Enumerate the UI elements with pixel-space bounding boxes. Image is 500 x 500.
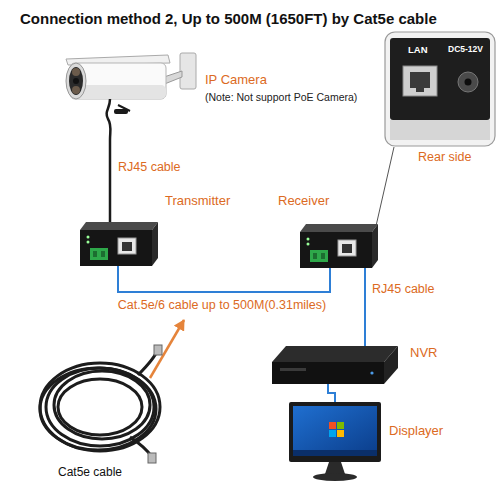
device-icon <box>289 402 381 482</box>
device-node: Transmitter <box>80 222 158 266</box>
camera-illustration <box>66 53 196 140</box>
device-node: Cat5e cable <box>30 345 170 460</box>
device-name: NVR <box>410 346 437 361</box>
monitor-illustration <box>289 402 381 481</box>
device-name: Displayer <box>389 424 443 439</box>
nvr-device <box>272 346 398 384</box>
device-icon <box>272 346 398 384</box>
rear-side-inset <box>385 32 495 146</box>
cable-label: RJ45 cable <box>118 160 181 174</box>
diagram-title: Connection method 2, Up to 500M (1650FT)… <box>20 10 437 27</box>
receiver-device <box>300 224 378 268</box>
device-node: Receiver <box>300 224 378 268</box>
device-icon <box>60 45 200 140</box>
leader-line <box>376 147 394 226</box>
cable-label: Cat.5e/6 cable up to 500M(0.31miles) <box>118 298 326 312</box>
cable-label: RJ45 cable <box>372 282 435 296</box>
device-node: NVR <box>272 346 398 384</box>
cable-connector <box>364 268 366 346</box>
device-name: Transmitter <box>165 194 230 209</box>
device-icon <box>300 224 378 268</box>
pointer-arrow <box>150 320 184 378</box>
device-icon <box>30 345 170 460</box>
cable-connector <box>109 140 112 222</box>
cable-connector <box>328 384 335 402</box>
device-node: Displayer <box>289 402 381 482</box>
device-name: Receiver <box>278 194 329 209</box>
item-name: Cat5e cable <box>58 466 122 480</box>
cable-connector <box>118 266 330 292</box>
device-note: (Note: Not support PoE Camera) <box>205 91 357 103</box>
cable-coil <box>40 345 162 463</box>
port-label: LAN <box>408 45 428 56</box>
inset-caption: Rear side <box>418 150 472 164</box>
port-label: DC5-12V <box>448 45 483 55</box>
device-node: IP Camera(Note: Not support PoE Camera) <box>60 45 200 140</box>
device-icon <box>80 222 158 266</box>
transmitter-device <box>80 222 158 266</box>
device-name: IP Camera <box>205 73 267 88</box>
